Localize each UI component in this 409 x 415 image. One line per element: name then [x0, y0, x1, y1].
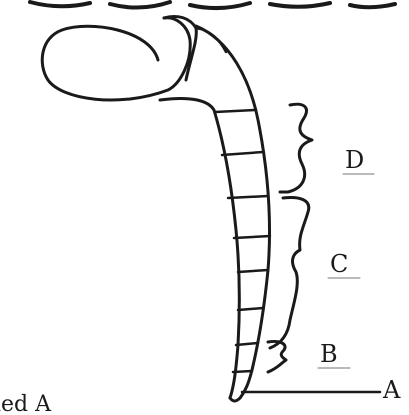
brace-B — [268, 341, 286, 372]
segment-line-3 — [228, 196, 268, 198]
segment-line-8 — [233, 371, 252, 372]
label-A: A — [382, 376, 401, 404]
top-cut-text — [30, 2, 395, 8]
brace-D — [280, 104, 312, 192]
segment-line-4 — [234, 236, 270, 238]
label-B: B — [320, 340, 338, 368]
label-D: D — [345, 146, 364, 174]
caption-fragment: led A — [0, 392, 52, 415]
segment-line-5 — [238, 270, 268, 272]
segment-line-1 — [215, 110, 256, 112]
brace-C — [270, 198, 309, 348]
segment-line-6 — [238, 308, 263, 310]
label-C: C — [330, 250, 348, 278]
root-head — [42, 16, 226, 100]
segment-line-2 — [222, 152, 263, 155]
